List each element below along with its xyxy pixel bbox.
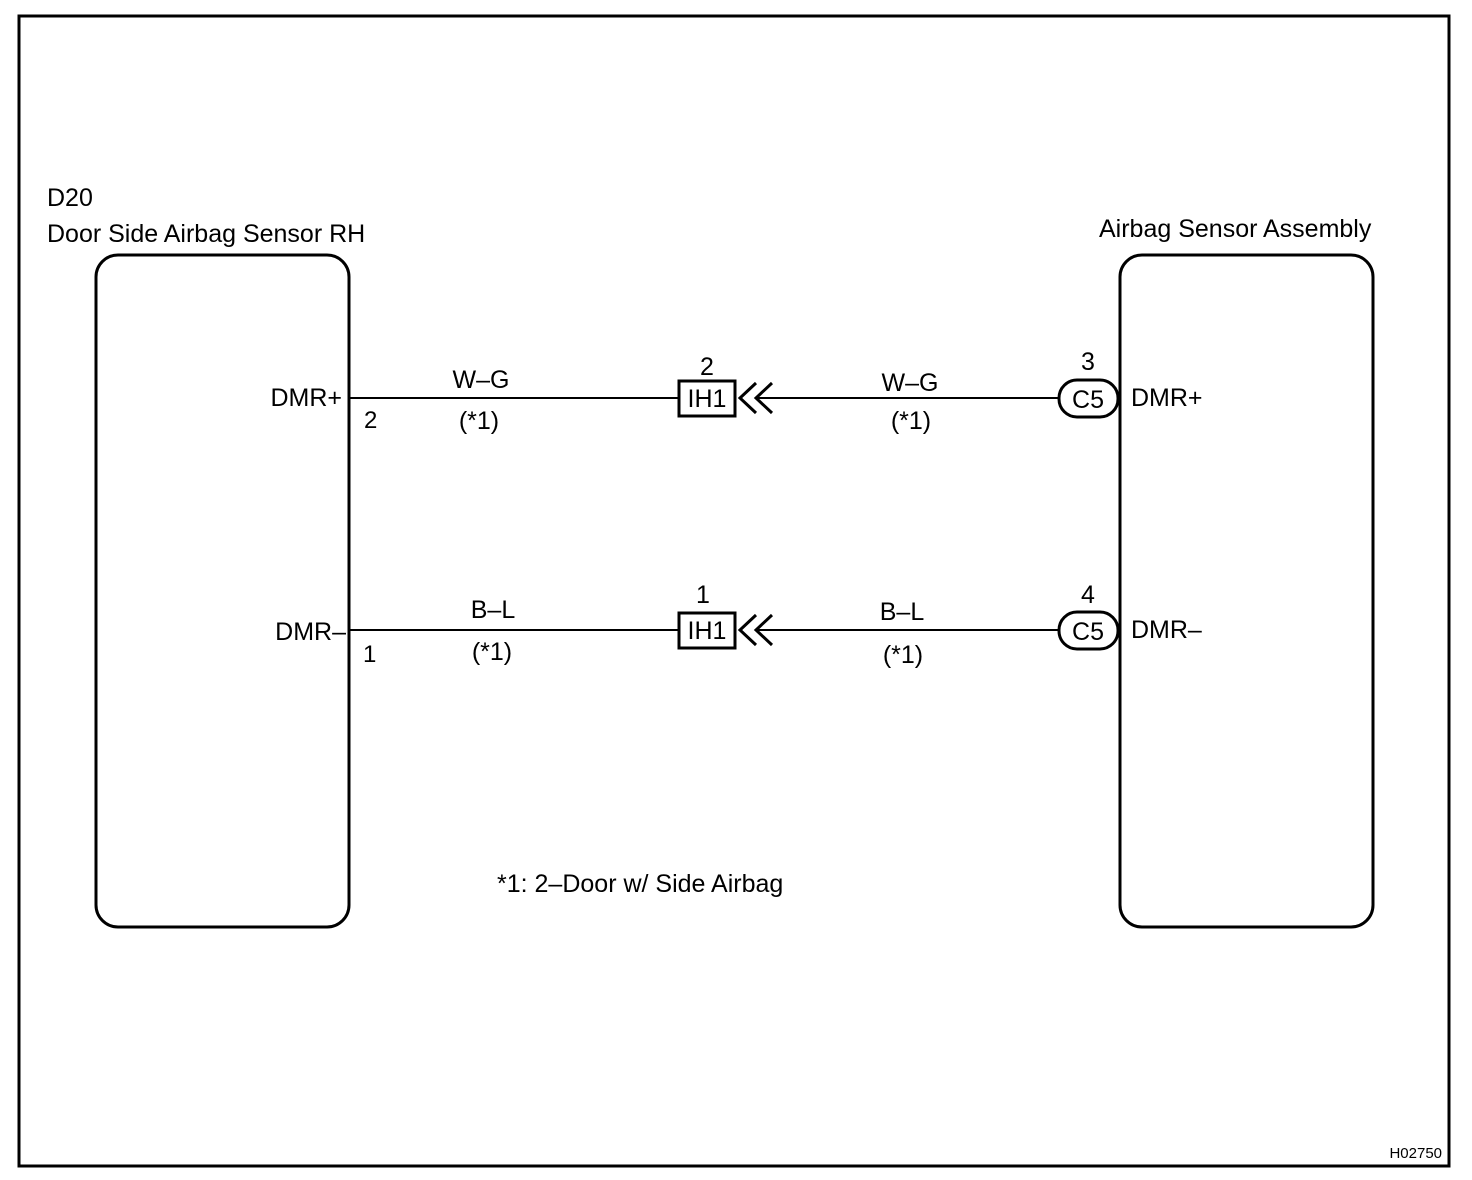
left-pin-label-dmr-plus: DMR+ — [270, 384, 342, 412]
right-connector-code-lower: C5 — [1072, 618, 1104, 646]
diagram-frame — [17, 14, 1451, 1168]
left-pin-number-dmr-minus: 1 — [363, 641, 376, 668]
connector-chevron-upper — [737, 381, 774, 415]
right-connector-upper — [1057, 378, 1120, 419]
right-pin-number-dmr-minus: 4 — [1081, 581, 1095, 609]
junction-code-upper: IH1 — [688, 385, 727, 413]
wire-color-upper-right: W–G — [882, 369, 939, 397]
right-connector-lower — [1057, 610, 1120, 651]
left-component-box — [94, 253, 351, 929]
left-pin-label-dmr-minus: DMR– — [275, 618, 346, 646]
junction-pin-lower: 1 — [696, 581, 710, 609]
right-component-box — [1118, 253, 1375, 929]
junction-pin-upper: 2 — [700, 353, 714, 381]
right-component-name: Airbag Sensor Assembly — [1099, 215, 1372, 243]
connector-chevron-lower — [737, 613, 774, 647]
right-connector-code-upper: C5 — [1072, 386, 1104, 414]
wire-color-lower-right: B–L — [880, 598, 925, 626]
figure-id: H02750 — [1389, 1145, 1442, 1162]
wire-note-upper-right: (*1) — [891, 407, 931, 435]
right-pin-label-dmr-plus: DMR+ — [1131, 384, 1203, 412]
wire-color-upper-left: W–G — [453, 366, 510, 394]
right-pin-number-dmr-plus: 3 — [1081, 348, 1095, 376]
wire-color-lower-left: B–L — [471, 596, 516, 624]
wire-note-lower-left: (*1) — [472, 638, 512, 666]
junction-connector-lower — [677, 611, 737, 650]
left-component-name: Door Side Airbag Sensor RH — [47, 220, 365, 248]
left-pin-number-dmr-plus: 2 — [364, 407, 377, 434]
wire-note-upper-left: (*1) — [459, 407, 499, 435]
junction-connector-upper — [677, 379, 737, 418]
right-pin-label-dmr-minus: DMR– — [1131, 616, 1202, 644]
footnote: *1: 2–Door w/ Side Airbag — [497, 870, 783, 898]
left-component-code: D20 — [47, 184, 93, 212]
wire-note-lower-right: (*1) — [883, 641, 923, 669]
junction-code-lower: IH1 — [688, 617, 727, 645]
